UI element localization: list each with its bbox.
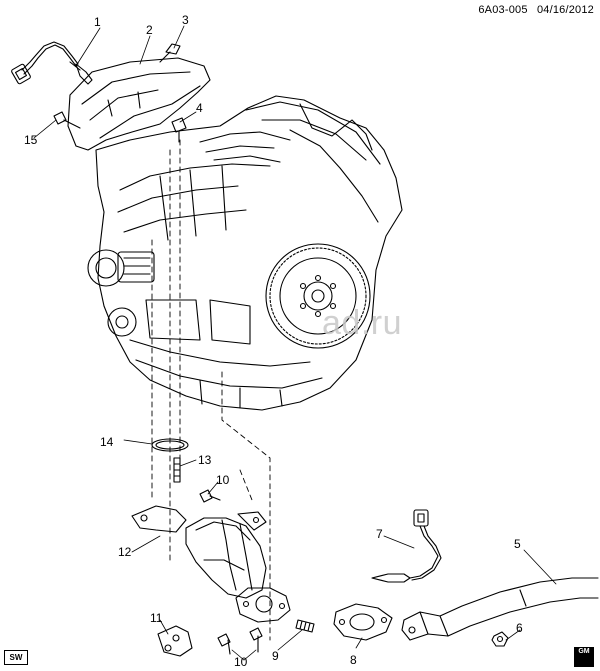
callout-5: 5 [514,537,521,551]
callout-8: 8 [350,653,357,667]
nut-6 [491,631,509,647]
diagram-date: 04/16/2012 [536,4,594,16]
gm-logo: GM [574,647,594,667]
gasket-14 [151,438,189,452]
diagram-code: 6A03-005 [478,4,528,16]
stud-9 [295,619,315,633]
bolt-10-upper [199,489,221,503]
callout-7: 7 [376,527,383,541]
bolt-10-lower [217,627,263,655]
callout-9: 9 [272,649,279,663]
callout-6: 6 [516,621,523,635]
callout-4: 4 [196,101,203,115]
lower-oxygen-sensor [371,509,442,583]
watermark-text: ad.ru [322,304,402,342]
catalytic-converter [131,505,291,623]
leader-lines [33,25,557,661]
shield-bolt-3 [159,43,181,63]
exhaust-pipe [401,577,599,641]
sw-badge: SW [4,650,28,665]
gasket-8 [333,603,393,641]
callout-10-lower: 10 [234,655,248,669]
exhaust-manifold-heat-shield [67,57,211,151]
callout-14: 14 [100,435,114,449]
callout-3: 3 [182,13,189,27]
callout-12: 12 [118,545,132,559]
upper-oxygen-sensor [11,41,93,85]
callout-11: 11 [150,611,163,625]
engine-assembly [87,95,403,411]
callout-2: 2 [146,23,153,37]
alignment-lines [151,139,271,641]
shield-bolt-4 [171,117,187,143]
callout-15: 15 [24,133,38,147]
bracket-11 [157,625,193,657]
diagram-header: 6A03-005 04/16/2012 [472,4,594,16]
callout-13: 13 [198,453,212,467]
stud-13 [173,457,181,483]
callout-1: 1 [94,15,101,29]
flywheel [265,243,371,349]
callout-10-upper: 10 [216,473,230,487]
shield-bolt-15 [53,111,81,129]
